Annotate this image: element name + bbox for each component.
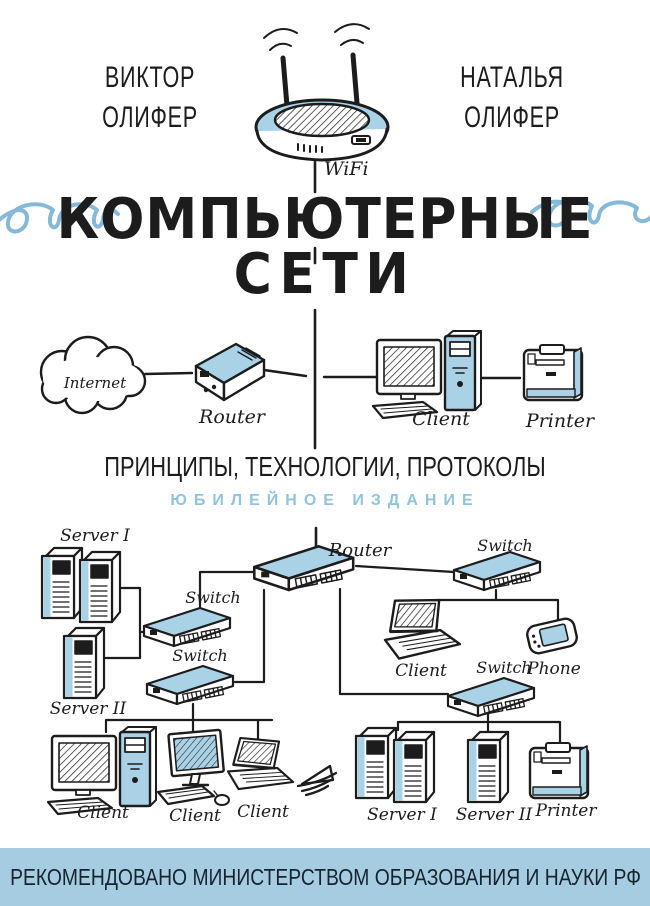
- desktop-client-icon: [371, 329, 483, 420]
- phone-icon: [524, 615, 580, 657]
- footer-text: РЕКОМЕНДОВАНО МИНИСТЕРСТВОМ ОБРАЗОВАНИЯ …: [9, 863, 641, 890]
- router-mid-label: Router: [198, 406, 267, 428]
- laptop-icon: [226, 736, 295, 791]
- edition-note: ЮБИЛЕЙНОЕ ИЗДАНИЕ: [170, 492, 480, 509]
- middle-links: [143, 368, 522, 380]
- switch-top-right-label: Switch: [477, 536, 532, 555]
- client-desktop-label: Client: [77, 803, 129, 823]
- author-right: Наталья Олифер: [447, 58, 577, 138]
- title-line2: СЕТИ: [233, 242, 417, 307]
- switch-icon: [452, 550, 542, 592]
- server-tower-icon: [40, 546, 84, 620]
- client-monitor-label: Client: [169, 806, 221, 826]
- server-tower-icon: [466, 730, 510, 804]
- phone-label: Phone: [526, 659, 581, 679]
- squiggle-left-icon: [0, 202, 120, 234]
- author-right-line1: Наталья: [460, 61, 564, 94]
- server-tower-icon: [78, 550, 122, 624]
- switch-left2-label: Switch: [172, 646, 227, 665]
- server2-right-label: Server II: [456, 805, 533, 825]
- switch-left1-label: Switch: [185, 588, 240, 607]
- internet-cloud-icon: [39, 335, 147, 415]
- subtitle: ПРИНЦИПЫ, ТЕХНОЛОГИИ, ПРОТОКОЛЫ: [104, 451, 546, 482]
- server-tower-icon: [62, 626, 106, 700]
- network-connections: [102, 564, 562, 744]
- server1-left-label: Server I: [60, 526, 130, 546]
- switch-icon: [145, 664, 235, 706]
- printer-icon: [528, 741, 590, 800]
- server1-right-label: Server I: [367, 805, 437, 825]
- piter-logo-icon: [296, 764, 338, 797]
- client-laptop-bottom-label: Client: [237, 802, 289, 822]
- laptop-icon: [379, 593, 462, 662]
- internet-label: Internet: [63, 374, 127, 392]
- switch-icon: [446, 676, 536, 718]
- squiggle-right-icon: [530, 197, 650, 228]
- footer-banner: РЕКОМЕНДОВАНО МИНИСТЕРСТВОМ ОБРАЗОВАНИЯ …: [0, 848, 650, 906]
- server-tower-icon: [392, 730, 436, 804]
- wifi-router-icon: [254, 23, 390, 162]
- switch-bottom-right-label: Switch: [476, 658, 531, 677]
- desktop-client-icon: [46, 725, 158, 816]
- client-mid-label: Client: [412, 408, 470, 430]
- server-tower-icon: [354, 726, 398, 800]
- title-line1: КОМПЬЮТЕРНЫЕ: [56, 187, 594, 252]
- router-main-label: Router: [328, 540, 393, 561]
- author-left-line2: Олифер: [102, 101, 198, 134]
- client-laptop-right-label: Client: [395, 661, 447, 681]
- router-box-icon: [194, 342, 266, 402]
- printer-mid-label: Printer: [525, 410, 596, 432]
- server2-left-label: Server II: [50, 699, 127, 719]
- author-left: Виктор Олифер: [85, 58, 215, 138]
- switch-icon: [142, 606, 232, 648]
- author-right-line2: Олифер: [464, 101, 560, 134]
- wifi-label: WiFi: [324, 158, 369, 180]
- center-axis-line: [313, 160, 318, 549]
- lcd-client-icon: [156, 728, 231, 807]
- author-left-line1: Виктор: [104, 61, 196, 94]
- printer-right-label: Printer: [535, 801, 598, 821]
- signal-waves-icon: [263, 23, 370, 51]
- printer-mid-icon: [522, 343, 584, 402]
